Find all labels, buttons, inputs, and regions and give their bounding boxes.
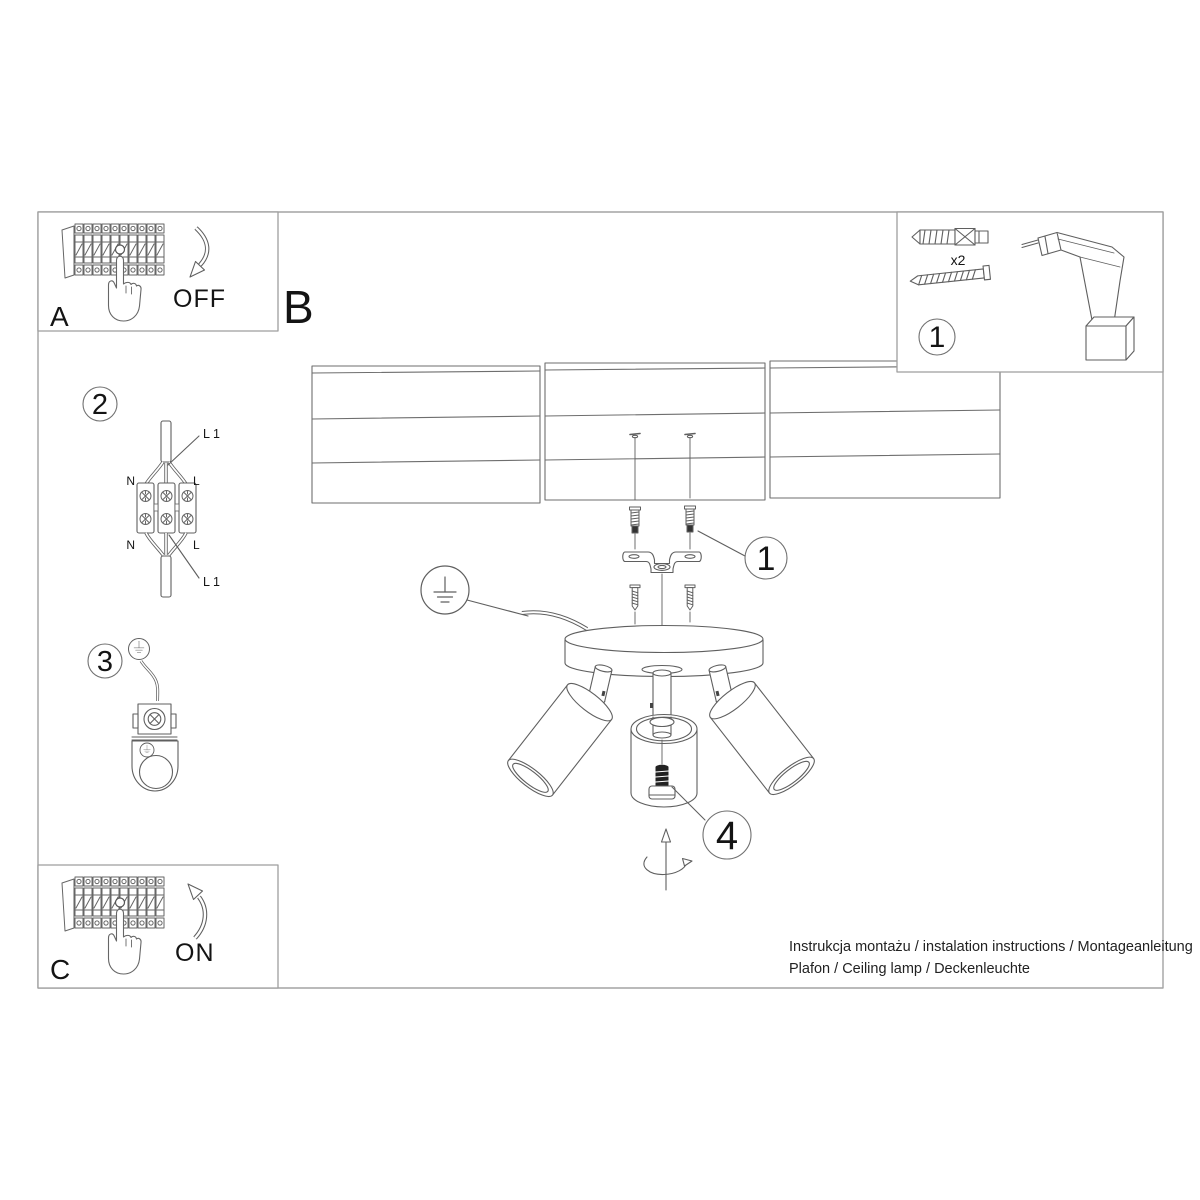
spot-head-right bbox=[709, 680, 815, 796]
callout-4-leader bbox=[671, 786, 706, 821]
step-b-label: B bbox=[283, 281, 314, 333]
ceiling-screw-right bbox=[684, 432, 696, 499]
breaker-panel-a bbox=[62, 224, 164, 278]
step-a-box bbox=[37, 211, 279, 332]
canopy bbox=[564, 624, 764, 678]
wall-plug-icon bbox=[911, 227, 989, 246]
cable-top bbox=[160, 420, 172, 463]
drill-icon bbox=[1021, 231, 1135, 361]
rotation-arrow-icon bbox=[643, 828, 693, 891]
off-arrow-icon bbox=[189, 226, 210, 278]
callout-1-leader bbox=[697, 530, 746, 557]
terminal-block bbox=[136, 482, 197, 534]
callout-3-circle bbox=[87, 643, 123, 679]
mount-screw-left bbox=[629, 584, 641, 611]
wall-anchor-left bbox=[628, 506, 642, 534]
callout-2-number: 2 bbox=[92, 389, 108, 421]
adjust-screw bbox=[648, 764, 676, 800]
callout-1-circle bbox=[744, 536, 788, 580]
anchor-quantity: x2 bbox=[951, 252, 966, 268]
callout-4-number: 4 bbox=[716, 814, 738, 858]
step-c-box bbox=[37, 864, 279, 989]
step-c-label: C bbox=[50, 954, 70, 985]
breaker-panel-c bbox=[62, 877, 164, 931]
ceiling-panel-left bbox=[311, 365, 541, 504]
screw-horizontal-icon bbox=[909, 264, 992, 286]
cable-bottom bbox=[160, 555, 172, 598]
callout-1-bracket-number: 1 bbox=[757, 540, 776, 578]
on-text: ON bbox=[175, 939, 215, 967]
spot-arm-center bbox=[650, 669, 672, 717]
spot-head-left bbox=[507, 682, 613, 798]
ceiling-panel-right bbox=[769, 360, 1001, 499]
callout-1-tools-circle bbox=[918, 318, 956, 356]
ceiling-panel-middle bbox=[544, 362, 766, 501]
earth-clamp bbox=[131, 703, 179, 792]
ground-step bbox=[87, 638, 179, 792]
mount-screw-right bbox=[684, 584, 696, 611]
wires-top bbox=[144, 461, 188, 485]
earth-symbol-large bbox=[420, 565, 470, 615]
wire-label-l1-top: L 1 bbox=[203, 427, 220, 441]
l1-top-leader bbox=[167, 435, 200, 466]
tools-box bbox=[896, 211, 1164, 373]
ceiling-panels bbox=[311, 360, 1001, 504]
wall-anchor-right bbox=[683, 505, 697, 533]
earth-symbol-small bbox=[128, 638, 150, 660]
l1-bottom-leader bbox=[168, 534, 200, 579]
wire-label-l1-bottom: L 1 bbox=[203, 575, 220, 589]
wire-label-l-top: L bbox=[193, 474, 200, 488]
footer-line-2: Plafon / Ceiling lamp / Deckenleuchte bbox=[789, 961, 1030, 977]
off-text: OFF bbox=[173, 285, 226, 313]
mounting-bracket bbox=[622, 551, 702, 574]
wires-bottom bbox=[144, 532, 188, 557]
earth-wire bbox=[139, 660, 160, 702]
on-arrow-icon bbox=[187, 883, 208, 940]
step-a-label: A bbox=[50, 301, 69, 332]
wire-label-n-bottom: N bbox=[126, 538, 135, 552]
page-frame bbox=[37, 211, 1164, 989]
wire-label-n-top: N bbox=[126, 474, 135, 488]
callout-2-circle bbox=[82, 386, 118, 422]
earth-leader-line bbox=[466, 599, 529, 617]
wiring-step bbox=[82, 386, 200, 598]
mains-wire bbox=[521, 610, 589, 631]
ceiling-screw-left bbox=[629, 432, 641, 501]
wire-label-l-bottom: L bbox=[193, 538, 200, 552]
callout-1-tools-number: 1 bbox=[929, 321, 946, 354]
footer-line-1: Instrukcja montażu / instalation instruc… bbox=[789, 939, 1193, 955]
spot-head-center bbox=[630, 713, 698, 808]
callout-3-number: 3 bbox=[97, 646, 113, 678]
callout-4-circle bbox=[702, 810, 752, 860]
